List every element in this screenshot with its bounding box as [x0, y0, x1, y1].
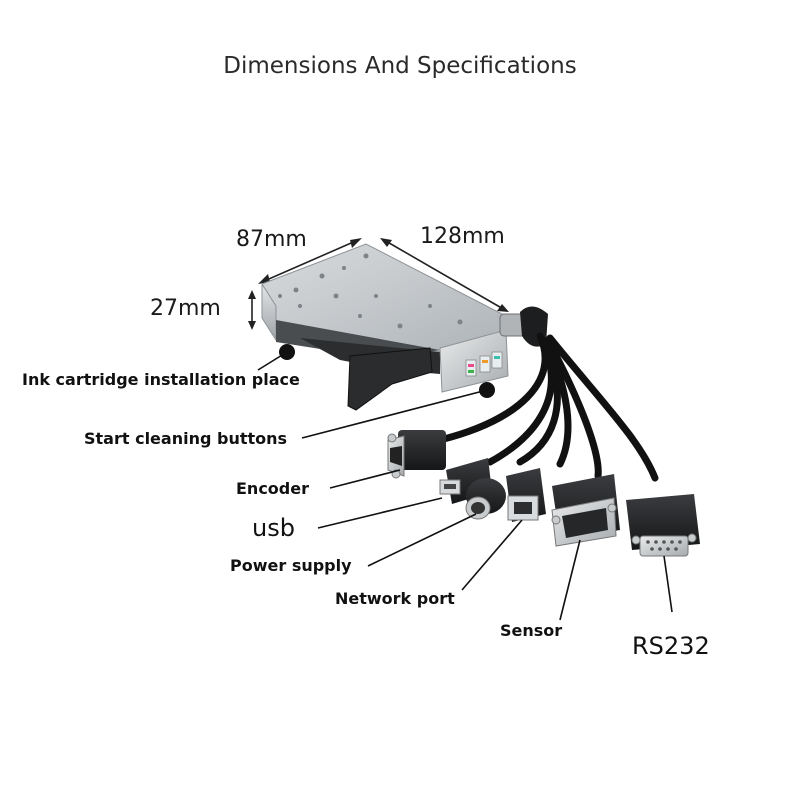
usb-label: usb: [252, 514, 295, 542]
leader-usb: [317, 497, 443, 529]
leader-network: [461, 519, 523, 591]
leader-encoder: [329, 469, 401, 489]
dimension-line-height: [248, 290, 256, 330]
print-head: [261, 243, 509, 411]
ink-cartridge-label: Ink cartridge installation place: [22, 370, 300, 389]
dimension-width-label: 87mm: [236, 227, 307, 252]
rs232-label: RS232: [632, 632, 710, 660]
leader-sensor: [559, 539, 581, 621]
leader-clean: [301, 389, 488, 439]
network-connector: [506, 468, 546, 522]
power-supply-label: Power supply: [230, 556, 352, 575]
sensor-connector: [551, 474, 620, 547]
cables: [436, 332, 659, 482]
page-title: Dimensions And Specifications: [223, 53, 577, 79]
sensor-label: Sensor: [500, 621, 563, 640]
leader-ink: [257, 351, 288, 371]
callouts: [257, 344, 673, 621]
dimension-line-length: [380, 238, 509, 312]
dimension-height-label: 27mm: [150, 296, 221, 321]
leader-power: [367, 513, 477, 567]
dimension-length-label: 128mm: [420, 224, 505, 249]
leader-rs232: [663, 555, 673, 613]
encoder-connector: [387, 430, 446, 479]
cleaning-buttons-label: Start cleaning buttons: [84, 429, 288, 448]
encoder-label: Encoder: [236, 479, 309, 498]
network-port-label: Network port: [335, 589, 455, 608]
rs232-connector: [626, 494, 700, 557]
power-supply-connector: [465, 478, 506, 520]
dimension-line-width: [258, 238, 362, 284]
